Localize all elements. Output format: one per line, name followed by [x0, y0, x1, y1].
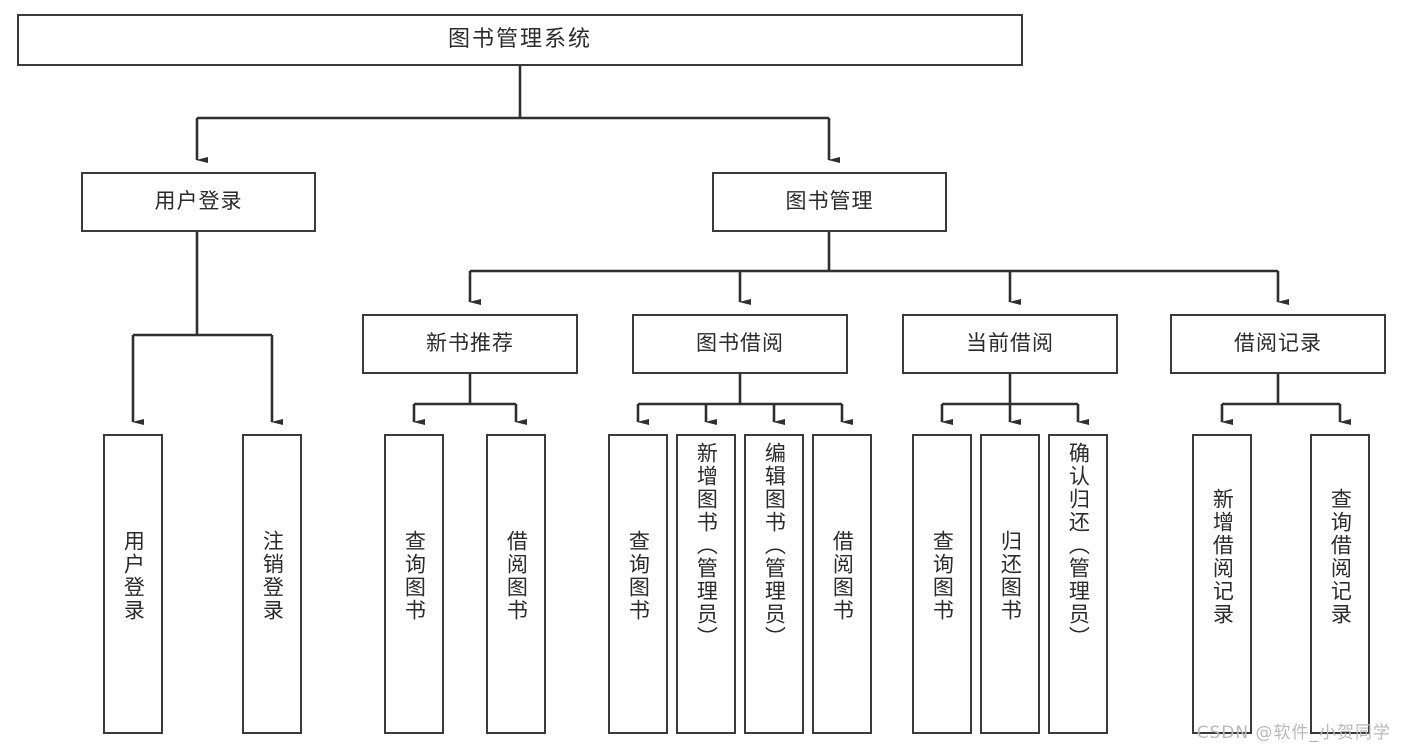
leaf-logout-login[interactable]: 注销登录: [242, 434, 302, 734]
node-book-borrow[interactable]: 图书借阅: [632, 314, 848, 374]
node-label: 图书管理: [785, 189, 874, 214]
leaf-confirm-return-admin[interactable]: 确认归还（管理员）: [1048, 434, 1108, 734]
leaf-query-book-current[interactable]: 查询图书: [912, 434, 972, 734]
leaf-edit-book-admin[interactable]: 编辑图书（管理员）: [744, 434, 804, 734]
leaf-label: 查询借阅记录: [1328, 488, 1353, 626]
leaf-add-borrow-record[interactable]: 新增借阅记录: [1192, 434, 1252, 734]
leaf-query-borrow-record[interactable]: 查询借阅记录: [1310, 434, 1370, 734]
leaf-return-book[interactable]: 归还图书: [980, 434, 1040, 734]
leaf-label: 归还图书: [998, 530, 1023, 622]
node-label: 借阅记录: [1234, 331, 1322, 356]
node-label: 当前借阅: [966, 331, 1054, 356]
leaf-label: 新增借阅记录: [1210, 488, 1235, 626]
node-book-management[interactable]: 图书管理: [712, 172, 947, 232]
node-root-book-management-system[interactable]: 图书管理系统: [17, 14, 1023, 66]
leaf-borrow-book-recommend[interactable]: 借阅图书: [486, 434, 546, 734]
node-label: 新书推荐: [426, 331, 514, 356]
leaf-label: 查询图书: [930, 530, 955, 622]
leaf-user-login[interactable]: 用户登录: [103, 434, 163, 734]
leaf-label: 查询图书: [626, 530, 651, 622]
leaf-label: 编辑图书（管理员）: [762, 442, 787, 649]
node-current-borrow[interactable]: 当前借阅: [902, 314, 1118, 374]
node-label: 图书管理系统: [447, 26, 592, 52]
leaf-label: 新增图书（管理员）: [694, 442, 719, 649]
leaf-label: 确认归还（管理员）: [1066, 442, 1091, 649]
node-label: 图书借阅: [696, 331, 784, 356]
leaf-label: 注销登录: [260, 530, 285, 622]
node-label: 用户登录: [154, 189, 243, 214]
node-user-login[interactable]: 用户登录: [81, 172, 316, 232]
leaf-query-book-recommend[interactable]: 查询图书: [384, 434, 444, 734]
node-new-book-recommend[interactable]: 新书推荐: [362, 314, 578, 374]
leaf-borrow-book[interactable]: 借阅图书: [812, 434, 872, 734]
leaf-label: 借阅图书: [504, 530, 529, 622]
leaf-label: 查询图书: [402, 530, 427, 622]
node-borrow-record[interactable]: 借阅记录: [1170, 314, 1386, 374]
leaf-label: 用户登录: [121, 530, 146, 622]
leaf-query-book-borrow[interactable]: 查询图书: [608, 434, 668, 734]
leaf-label: 借阅图书: [830, 530, 855, 622]
leaf-add-book-admin[interactable]: 新增图书（管理员）: [676, 434, 736, 734]
